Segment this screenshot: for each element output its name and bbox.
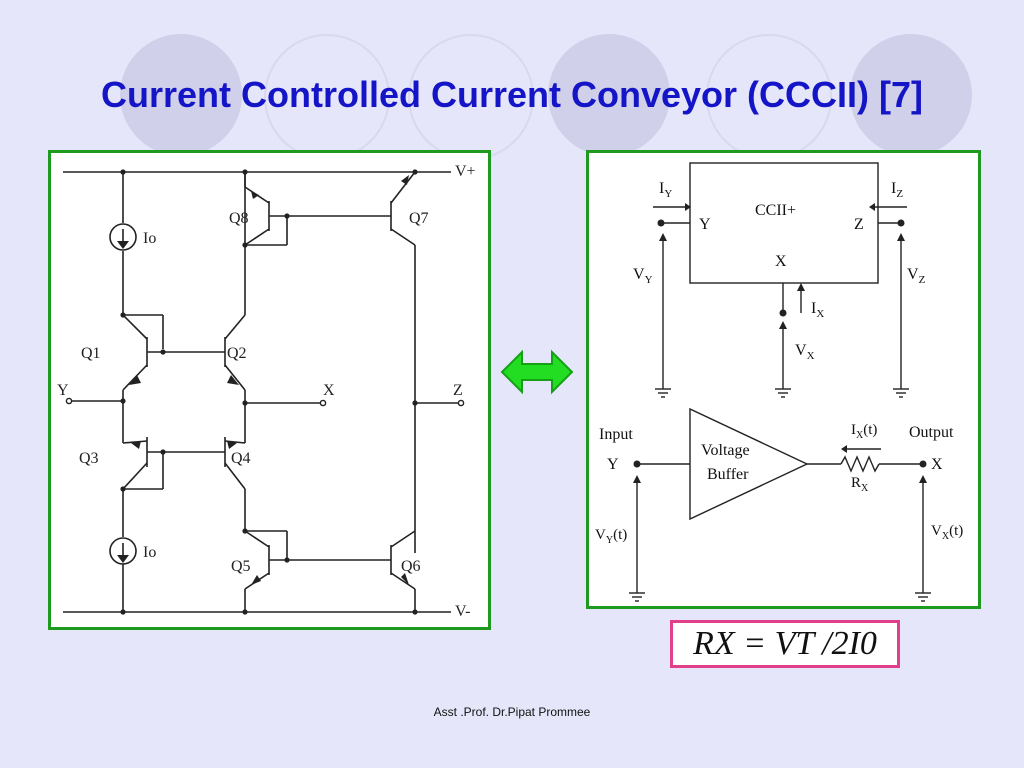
transistor-circuit-diagram: V+ V- Io Io Q1 Q2 Q3 Q4 Q5 Q6 Q7 Q8 Y X … xyxy=(57,163,476,620)
cccii-block-diagram: CCII+ Y Z X IY IZ IX VY VZ VX Voltage Bu… xyxy=(595,162,963,602)
q2-label: Q2 xyxy=(227,345,247,362)
input-port-label: Y xyxy=(607,456,619,473)
vminus-label: V- xyxy=(455,603,470,620)
slide-footer: Asst .Prof. Dr.Pipat Prommee xyxy=(433,705,591,719)
z-port-dot xyxy=(897,219,905,227)
port-z-label: Z xyxy=(854,216,864,233)
cccii-block-panel: CCII+ Y Z X IY IZ IX VY VZ VX Voltage Bu… xyxy=(586,150,981,609)
y-label: Y xyxy=(57,382,69,399)
slide-title: Current Controlled Current Conveyor (CCC… xyxy=(100,74,924,115)
q6-emitter-arrow xyxy=(401,573,409,585)
port-x-label: X xyxy=(775,253,787,270)
rx-formula-text: RX = VT /2I0 xyxy=(693,625,877,662)
ground-symbols xyxy=(629,388,931,602)
transistor-circuit-panel: V+ V- Io Io Q1 Q2 Q3 Q4 Q5 Q6 Q7 Q8 Y X … xyxy=(48,150,491,630)
output-port-label: X xyxy=(931,456,943,473)
vx-label: VX xyxy=(795,342,815,362)
q5-emitter-arrow xyxy=(251,575,261,585)
x-port-dot xyxy=(779,309,787,317)
input-label: Input xyxy=(599,426,633,443)
ix-label: IX xyxy=(811,300,824,320)
double-arrow-icon xyxy=(500,349,574,395)
q4-emitter-arrow xyxy=(227,441,237,449)
q3-emitter-arrow xyxy=(131,441,141,449)
rx-resistor xyxy=(840,455,880,473)
rx-formula: RX = VT /2I0 xyxy=(670,620,900,668)
input-dot xyxy=(633,460,641,468)
q7-emitter-arrow xyxy=(401,175,409,185)
q2-emitter-arrow xyxy=(227,375,239,385)
iy-label: IY xyxy=(659,180,672,200)
decor-circle-1 xyxy=(120,34,242,156)
ccii-label: CCII+ xyxy=(755,202,796,219)
vx-t-label: VX(t) xyxy=(931,523,963,542)
q8-emitter-arrow xyxy=(251,191,259,199)
output-label: Output xyxy=(909,424,954,441)
vplus-label: V+ xyxy=(455,163,476,180)
vz-label: VZ xyxy=(907,266,926,286)
q3-label: Q3 xyxy=(79,450,99,467)
q7-label: Q7 xyxy=(409,210,429,227)
output-dot xyxy=(919,460,927,468)
rx-label: RX xyxy=(851,475,869,494)
current-source-top xyxy=(109,223,137,251)
z-label: Z xyxy=(453,382,463,399)
q4-label: Q4 xyxy=(231,450,251,467)
x-label: X xyxy=(323,382,335,399)
voltage-buffer-triangle xyxy=(689,407,809,521)
ix-t-label: IX(t) xyxy=(851,422,877,441)
iz-label: IZ xyxy=(891,180,903,200)
decor-circle-2 xyxy=(548,34,670,156)
decor-circle-3 xyxy=(850,34,972,156)
q1-emitter-arrow xyxy=(129,375,141,385)
vy-label: VY xyxy=(633,266,653,286)
buffer-line-2: Buffer xyxy=(707,466,749,483)
x-terminal xyxy=(319,399,327,407)
q8-label: Q8 xyxy=(229,210,249,227)
vy-t-label: VY(t) xyxy=(595,527,627,546)
io-bottom-label: Io xyxy=(143,544,156,561)
y-port-dot xyxy=(657,219,665,227)
q6-label: Q6 xyxy=(401,558,421,575)
q1-label: Q1 xyxy=(81,345,101,362)
z-terminal xyxy=(457,399,465,407)
q5-label: Q5 xyxy=(231,558,251,575)
y-terminal xyxy=(65,397,73,405)
port-y-label: Y xyxy=(699,216,711,233)
buffer-line-1: Voltage xyxy=(701,442,750,459)
io-top-label: Io xyxy=(143,230,156,247)
